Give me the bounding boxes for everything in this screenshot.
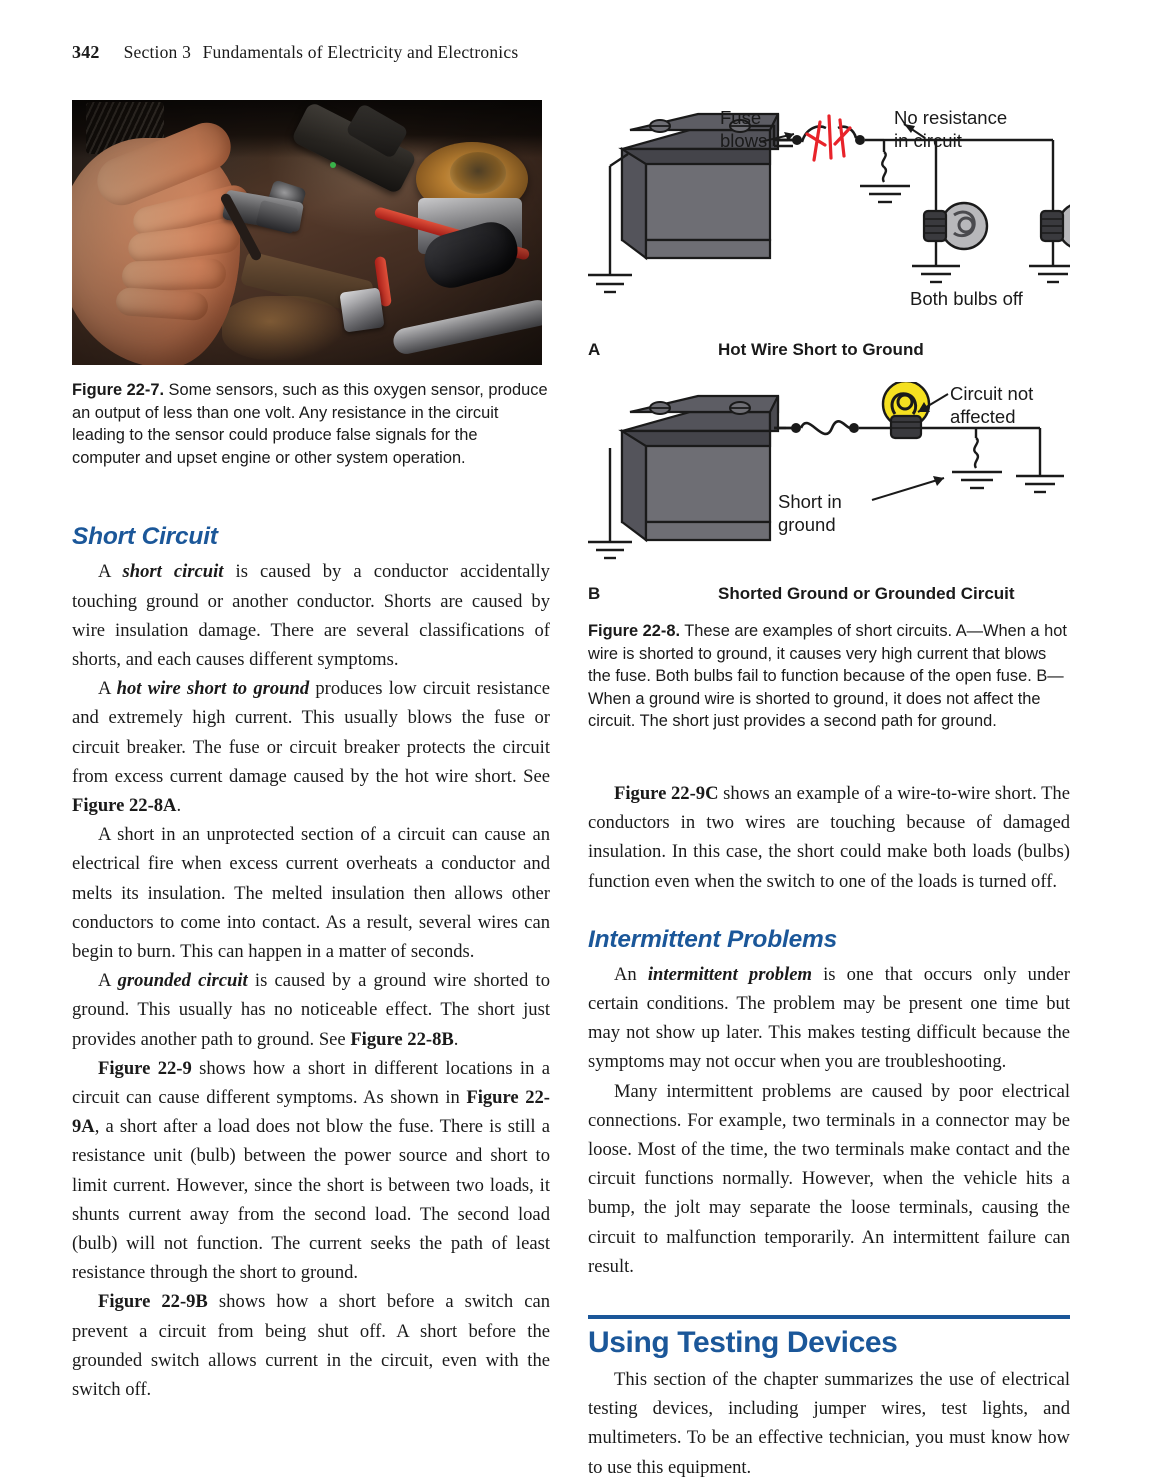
figure-cross-reference: Figure 22-8A: [72, 795, 177, 816]
figure-22-8a-letter: A: [588, 340, 601, 359]
body-paragraph: Figure 22-9C shows an example of a wire-…: [588, 779, 1070, 896]
figure-cross-reference: Figure 22-9C: [614, 782, 719, 804]
body-paragraph: A short in an unprotected section of a c…: [72, 820, 550, 966]
label-short-in-ground-line1: Short in: [778, 491, 842, 512]
figure-22-8b-letter: B: [588, 584, 601, 603]
ground-symbol-left: [588, 273, 632, 294]
label-no-resistance-line2: in circuit: [894, 130, 962, 151]
paragraph-run: produces low circuit resistance and extr…: [72, 678, 550, 787]
label-no-resistance-line1: No resistance: [894, 107, 1008, 128]
figure-22-8-caption: Figure 22-8. These are examples of short…: [588, 620, 1070, 733]
figure-cross-reference: Figure 22-9: [98, 1057, 192, 1079]
paragraph-run: , a short after a load does not blow the…: [72, 1116, 550, 1284]
ground-symbol-right-b: [1016, 474, 1064, 494]
emphasized-term: hot wire short to ground: [116, 678, 310, 700]
label-short-in-ground: Short in ground: [778, 490, 842, 536]
body-paragraph: This section of the chapter summarizes t…: [588, 1365, 1070, 1479]
body-paragraph: Many intermittent problems are caused by…: [588, 1077, 1070, 1281]
paragraph-run: A: [98, 678, 117, 700]
battery-symbol: [609, 112, 780, 261]
paragraph-run: is one that occurs only under certain co…: [588, 963, 1070, 1073]
bulb-off-left: [922, 201, 989, 251]
body-paragraph: A hot wire short to ground produces low …: [72, 674, 550, 820]
label-circuit-not-affected: Circuit not affected: [950, 382, 1033, 428]
ground-symbol-bulb-right: [1029, 264, 1070, 284]
emphasized-term: short circuit: [122, 561, 224, 583]
label-circuit-not-affected-line2: affected: [950, 406, 1016, 427]
figure-22-8b-label-row: B Shorted Ground or Grounded Circuit: [588, 584, 1070, 608]
body-paragraph: A grounded circuit is caused by a ground…: [72, 966, 550, 1054]
left-column: Figure 22-7. Some sensors, such as this …: [72, 100, 550, 1404]
paragraph-run: This section of the chapter summarizes t…: [588, 1369, 1070, 1478]
intact-fuse-symbol: [791, 420, 859, 436]
body-paragraph: Figure 22-9 shows how a short in differe…: [72, 1054, 550, 1288]
photo-rust-area: [222, 296, 342, 360]
label-fuse-blows-line1: Fuse: [720, 107, 762, 128]
figure-22-8b-title: Shorted Ground or Grounded Circuit: [718, 584, 1015, 603]
figure-22-7-photograph: [72, 100, 542, 365]
figure-22-7-caption-lead: Figure 22-7.: [72, 381, 164, 399]
label-both-bulbs-off: Both bulbs off: [910, 288, 1023, 309]
paragraph-run: Many intermittent problems are caused by…: [588, 1080, 1070, 1277]
figure-22-8-caption-text: These are examples of short circuits. A—…: [588, 622, 1067, 731]
paragraph-run: A: [98, 970, 118, 992]
figure-cross-reference: Figure 22-9B: [98, 1291, 208, 1313]
paragraph-run: An: [614, 963, 648, 985]
paragraph-run: shows how a short in different locations…: [72, 1057, 550, 1109]
figure-22-8-diagram-a: Fuse blows No resistance in circuit Both…: [588, 100, 1106, 358]
label-fuse-blows-line2: blows: [720, 130, 768, 151]
engine-bay-photo: [72, 100, 542, 365]
figure-cross-reference: Figure 22-8B: [350, 1028, 454, 1050]
photo-brass-inner-ring: [450, 152, 506, 194]
label-fuse-blows: Fuse blows: [720, 106, 767, 152]
label-no-resistance: No resistance in circuit: [894, 106, 1007, 152]
battery-symbol-b: [618, 394, 780, 543]
bulb-off-right: [1039, 201, 1106, 251]
section-number: Section 3: [123, 42, 192, 62]
figure-22-7-caption: Figure 22-7. Some sensors, such as this …: [72, 379, 550, 469]
label-circuit-not-affected-line1: Circuit not: [950, 383, 1034, 404]
body-paragraph: An intermittent problem is one that occu…: [588, 960, 1070, 1077]
paragraph-run: shows an example of a wire-to-wire short…: [588, 782, 1070, 892]
photo-vignette: [72, 100, 542, 365]
paragraph-run: shows how a short before a switch can pr…: [72, 1291, 551, 1401]
body-paragraph: A short circuit is caused by a conductor…: [72, 557, 550, 674]
ground-symbol-short-b: [952, 470, 1002, 490]
page-number: 342: [72, 42, 100, 62]
paragraph-run: is caused by a conductor accidentally to…: [72, 561, 550, 670]
right-column-body-testing: This section of the chapter summarizes t…: [588, 1365, 1070, 1479]
paragraph-run: A short in an unprotected section of a c…: [72, 824, 550, 963]
running-head: 342 Section 3 Fundamentals of Electricity…: [72, 42, 518, 63]
shorted-ground-schematic: [588, 379, 1064, 560]
spark-symbol: [805, 114, 852, 162]
ground-symbol-short: [860, 184, 910, 204]
right-column: Fuse blows No resistance in circuit Both…: [588, 100, 1106, 1479]
emphasized-term: grounded circuit: [117, 970, 248, 992]
figure-22-7-caption-text: Some sensors, such as this oxygen sensor…: [72, 381, 548, 467]
ground-symbol-left-b: [588, 540, 632, 560]
paragraph-run: .: [176, 795, 182, 816]
right-column-body-top: Figure 22-9C shows an example of a wire-…: [588, 779, 1070, 896]
figure-22-8-caption-lead: Figure 22-8.: [588, 622, 680, 640]
section-rule: [588, 1315, 1070, 1320]
left-column-body-text: A short circuit is caused by a conductor…: [72, 557, 550, 1404]
photo-green-indicator: [330, 162, 336, 168]
right-column-body-intermittent: An intermittent problem is one that occu…: [588, 960, 1070, 1281]
paragraph-run: .: [453, 1028, 459, 1050]
ground-symbol-bulb-left: [912, 264, 960, 284]
heading-short-circuit: Short Circuit: [72, 523, 218, 551]
figure-cross-reference: Figure 22-9A: [72, 1087, 551, 1138]
body-paragraph: Figure 22-9B shows how a short before a …: [72, 1287, 550, 1404]
label-short-in-ground-line2: ground: [778, 514, 836, 535]
section-title: Fundamentals of Electricity and Electron…: [202, 42, 519, 62]
figure-22-8a-label-row: A Hot Wire Short to Ground: [588, 340, 1070, 364]
figure-22-8-diagram-b: Circuit not affected Short in ground: [588, 379, 1070, 590]
heading-using-testing-devices: Using Testing Devices: [588, 1326, 898, 1360]
figure-22-8a-title: Hot Wire Short to Ground: [718, 340, 924, 359]
paragraph-run: is caused by a ground wire shorted to gr…: [72, 970, 550, 1050]
paragraph-run: A: [98, 561, 123, 583]
emphasized-term: intermittent problem: [647, 963, 812, 985]
heading-intermittent-problems: Intermittent Problems: [588, 925, 838, 953]
